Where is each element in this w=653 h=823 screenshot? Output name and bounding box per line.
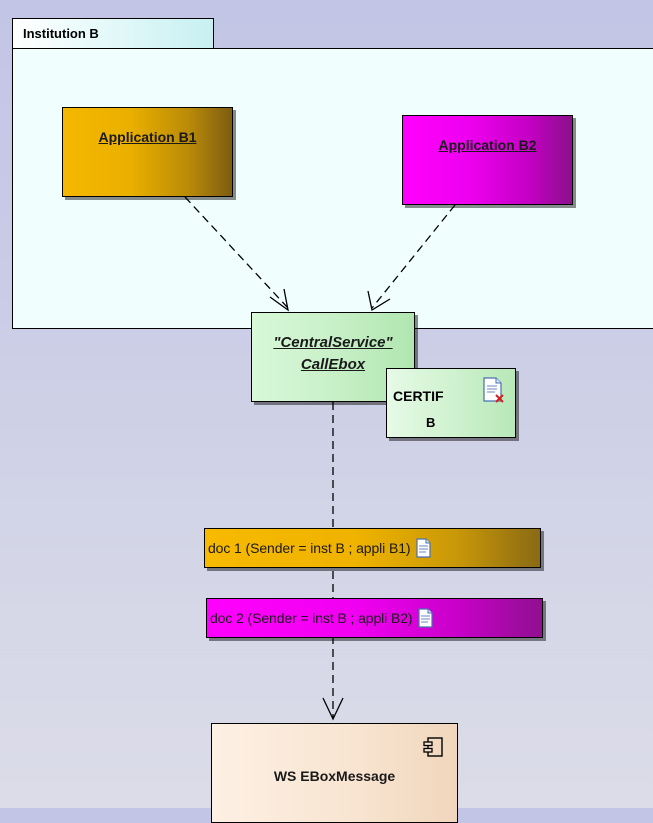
ws-component-label: WS EBoxMessage [273,768,396,784]
certificate-artifact[interactable]: CERTIF B [386,368,516,438]
institution-package-title: Institution B [23,26,99,41]
application-b1-label: Application B1 [98,129,197,145]
certificate-label-line2: B [426,415,436,430]
certificate-document-icon [483,377,504,403]
component-icon [423,737,443,757]
application-b2-label: Application B2 [438,137,537,153]
document-1-label: doc 1 (Sender = inst B ; appli B1) [208,540,411,556]
central-service-stereotype: "CentralService" [273,334,393,351]
application-b2-node[interactable]: Application B2 [402,115,573,205]
document-message-1[interactable]: doc 1 (Sender = inst B ; appli B1) [204,528,541,568]
ws-component-node[interactable]: WS EBoxMessage [211,723,458,823]
application-b1-node[interactable]: Application B1 [62,107,233,197]
document-icon [418,608,434,628]
certificate-label-line1: CERTIF [393,388,444,404]
document-icon [416,538,432,558]
document-message-2[interactable]: doc 2 (Sender = inst B ; appli B2) [206,598,543,638]
institution-package-tab[interactable]: Institution B [12,18,214,49]
ws-arrowhead [322,697,344,721]
central-service-name: CallEbox [300,356,366,373]
document-2-label: doc 2 (Sender = inst B ; appli B2) [210,610,413,626]
